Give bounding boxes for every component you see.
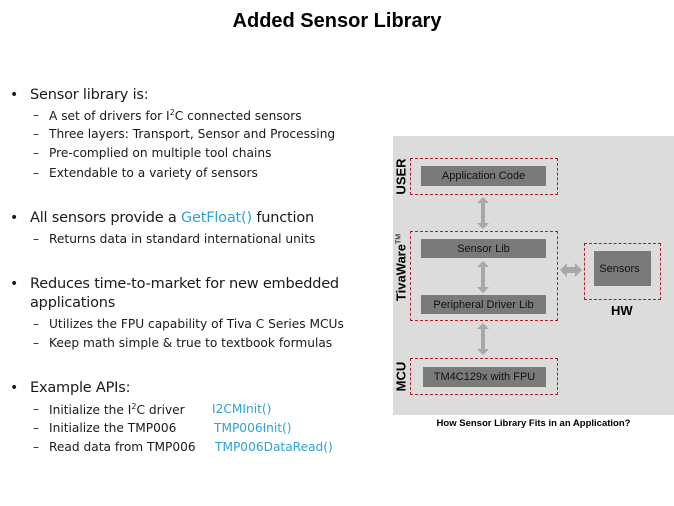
user-label: USER	[393, 158, 409, 195]
sub-bullet: – Three layers: Transport, Sensor and Pr…	[33, 127, 336, 141]
horizontal-arrow-icon	[560, 263, 582, 277]
peripheral-driver-lib-block: Peripheral Driver Lib	[421, 295, 546, 314]
code-i2cminit: I2CMInit()	[212, 402, 272, 416]
bullet-dot-icon: •	[10, 87, 19, 103]
dash-icon: –	[33, 440, 40, 454]
sub-bullet: – Initialize the TMP006	[33, 421, 177, 435]
slide-title: Added Sensor Library	[232, 10, 442, 32]
user-layer-box	[410, 158, 558, 195]
sub-bullet: – Keep math simple & true to textbook fo…	[33, 336, 333, 350]
code-getfloat: GetFloat()	[180, 210, 252, 226]
tivaware-label: TivaWareTM	[393, 233, 409, 302]
dash-icon: –	[33, 336, 40, 350]
code-tmp006init: TMP006Init()	[214, 421, 292, 435]
hw-layer-box	[584, 243, 661, 300]
bullet-item: • Sensor library is:	[10, 87, 149, 103]
vertical-arrow-icon	[477, 323, 489, 355]
mcu-chip-block: TM4C129x with FPU	[423, 367, 546, 387]
bullet-item: • Reduces time-to-market for new embedde…	[10, 276, 339, 292]
sub-bullet: – Read data from TMP006	[33, 440, 196, 454]
bullet-text: Sensor library is:	[30, 87, 149, 103]
sensor-lib-block: Sensor Lib	[421, 239, 546, 258]
sub-bullet: – Utilizes the FPU capability of Tiva C …	[33, 317, 344, 331]
architecture-diagram: USER Application Code TivaWareTM Sensor …	[393, 136, 674, 415]
bullet-item: • All sensors provide a GetFloat() funct…	[10, 210, 314, 226]
code-tmp006dataread: TMP006DataRead()	[215, 440, 333, 454]
sub-bullet: – Pre-complied on multiple tool chains	[33, 146, 272, 160]
diagram-caption: How Sensor Library Fits in an Applicatio…	[436, 418, 631, 429]
sub-bullet: – A set of drivers for I2C connected sen…	[33, 108, 302, 123]
sub-bullet: – Returns data in standard international…	[33, 232, 316, 246]
bullet-item: • Example APIs:	[10, 380, 131, 396]
mcu-label: MCU	[393, 361, 409, 392]
bullet-dot-icon: •	[10, 276, 19, 292]
dash-icon: –	[33, 146, 40, 160]
vertical-arrow-icon	[477, 261, 489, 293]
dash-icon: –	[33, 108, 40, 122]
dash-icon: –	[33, 232, 40, 246]
dash-icon: –	[33, 127, 40, 141]
dash-icon: –	[33, 166, 40, 180]
vertical-arrow-icon	[477, 197, 489, 229]
bullet-dot-icon: •	[10, 210, 19, 226]
bullet-item-continuation: applications	[30, 295, 116, 311]
sub-bullet: – Initialize the I2C driver	[33, 402, 185, 417]
tivaware-layer-box	[410, 231, 558, 321]
hw-label: HW	[611, 303, 633, 318]
application-code-block: Application Code	[421, 166, 546, 186]
mcu-layer-box	[410, 358, 558, 395]
sub-bullet: – Extendable to a variety of sensors	[33, 166, 258, 180]
dash-icon: –	[33, 402, 40, 416]
dash-icon: –	[33, 421, 40, 435]
bullet-dot-icon: •	[10, 380, 19, 396]
dash-icon: –	[33, 317, 40, 331]
sensors-block: Sensors	[594, 251, 651, 286]
